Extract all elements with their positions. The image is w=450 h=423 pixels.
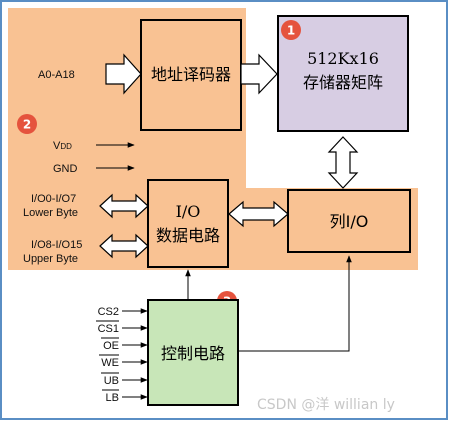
matrix-col-io-double-arrow <box>327 136 359 189</box>
memory-matrix-block <box>277 15 409 132</box>
signal-ub-label: UB <box>104 375 119 387</box>
signal-cs1-label: CS1 <box>98 323 119 335</box>
io-data-circuit-label: 数据电路 <box>156 226 220 245</box>
signal-oe-label: OE <box>103 340 119 352</box>
signal-cs1: CS1 <box>96 320 148 335</box>
badge-2: 2 <box>17 114 37 134</box>
address-bus-label: A0-A18 <box>38 69 75 81</box>
signal-lb: LB <box>102 389 148 404</box>
badge-1: 1 <box>281 20 301 40</box>
io-high-label-1: I/O8-I/O15 <box>31 239 82 251</box>
address-decoder-label: 地址译码器 <box>151 65 231 84</box>
badge-1-label: 1 <box>287 24 295 38</box>
control-to-column-io-line <box>238 255 352 352</box>
vdd-label: VDD <box>53 140 72 152</box>
io-data-circuit-block <box>147 179 229 268</box>
io-data-circuit-title: I/O <box>176 202 201 221</box>
address-decoder-block <box>140 19 242 131</box>
watermark: CSDN @洋 willian ly <box>257 397 395 413</box>
signal-cs2-label: CS2 <box>98 306 119 318</box>
io-low-label-2: Lower Byte <box>23 207 78 219</box>
signal-lb-label: LB <box>106 392 119 404</box>
io-low-label-1: I/O0-I/O7 <box>31 193 76 205</box>
decoder-to-matrix-arrow <box>240 53 278 95</box>
control-circuit-block <box>147 299 239 406</box>
address-arrow <box>105 53 142 95</box>
column-io-block <box>287 189 411 253</box>
memory-matrix-label: 存储器矩阵 <box>303 73 383 92</box>
signal-we-label: WE <box>101 357 119 369</box>
signal-cs2: CS2 <box>98 306 148 318</box>
signal-we: WE <box>99 354 148 369</box>
gnd-label: GND <box>53 163 78 175</box>
badge-2-label: 2 <box>23 118 31 132</box>
memory-matrix-size: 512Kx16 <box>307 49 379 68</box>
io-high-label-2: Upper Byte <box>23 253 78 265</box>
signal-ub: UB <box>101 372 148 387</box>
column-io-label: 列I/O <box>330 212 369 231</box>
control-circuit-label: 控制电路 <box>161 344 225 363</box>
signal-oe: OE <box>101 337 148 352</box>
